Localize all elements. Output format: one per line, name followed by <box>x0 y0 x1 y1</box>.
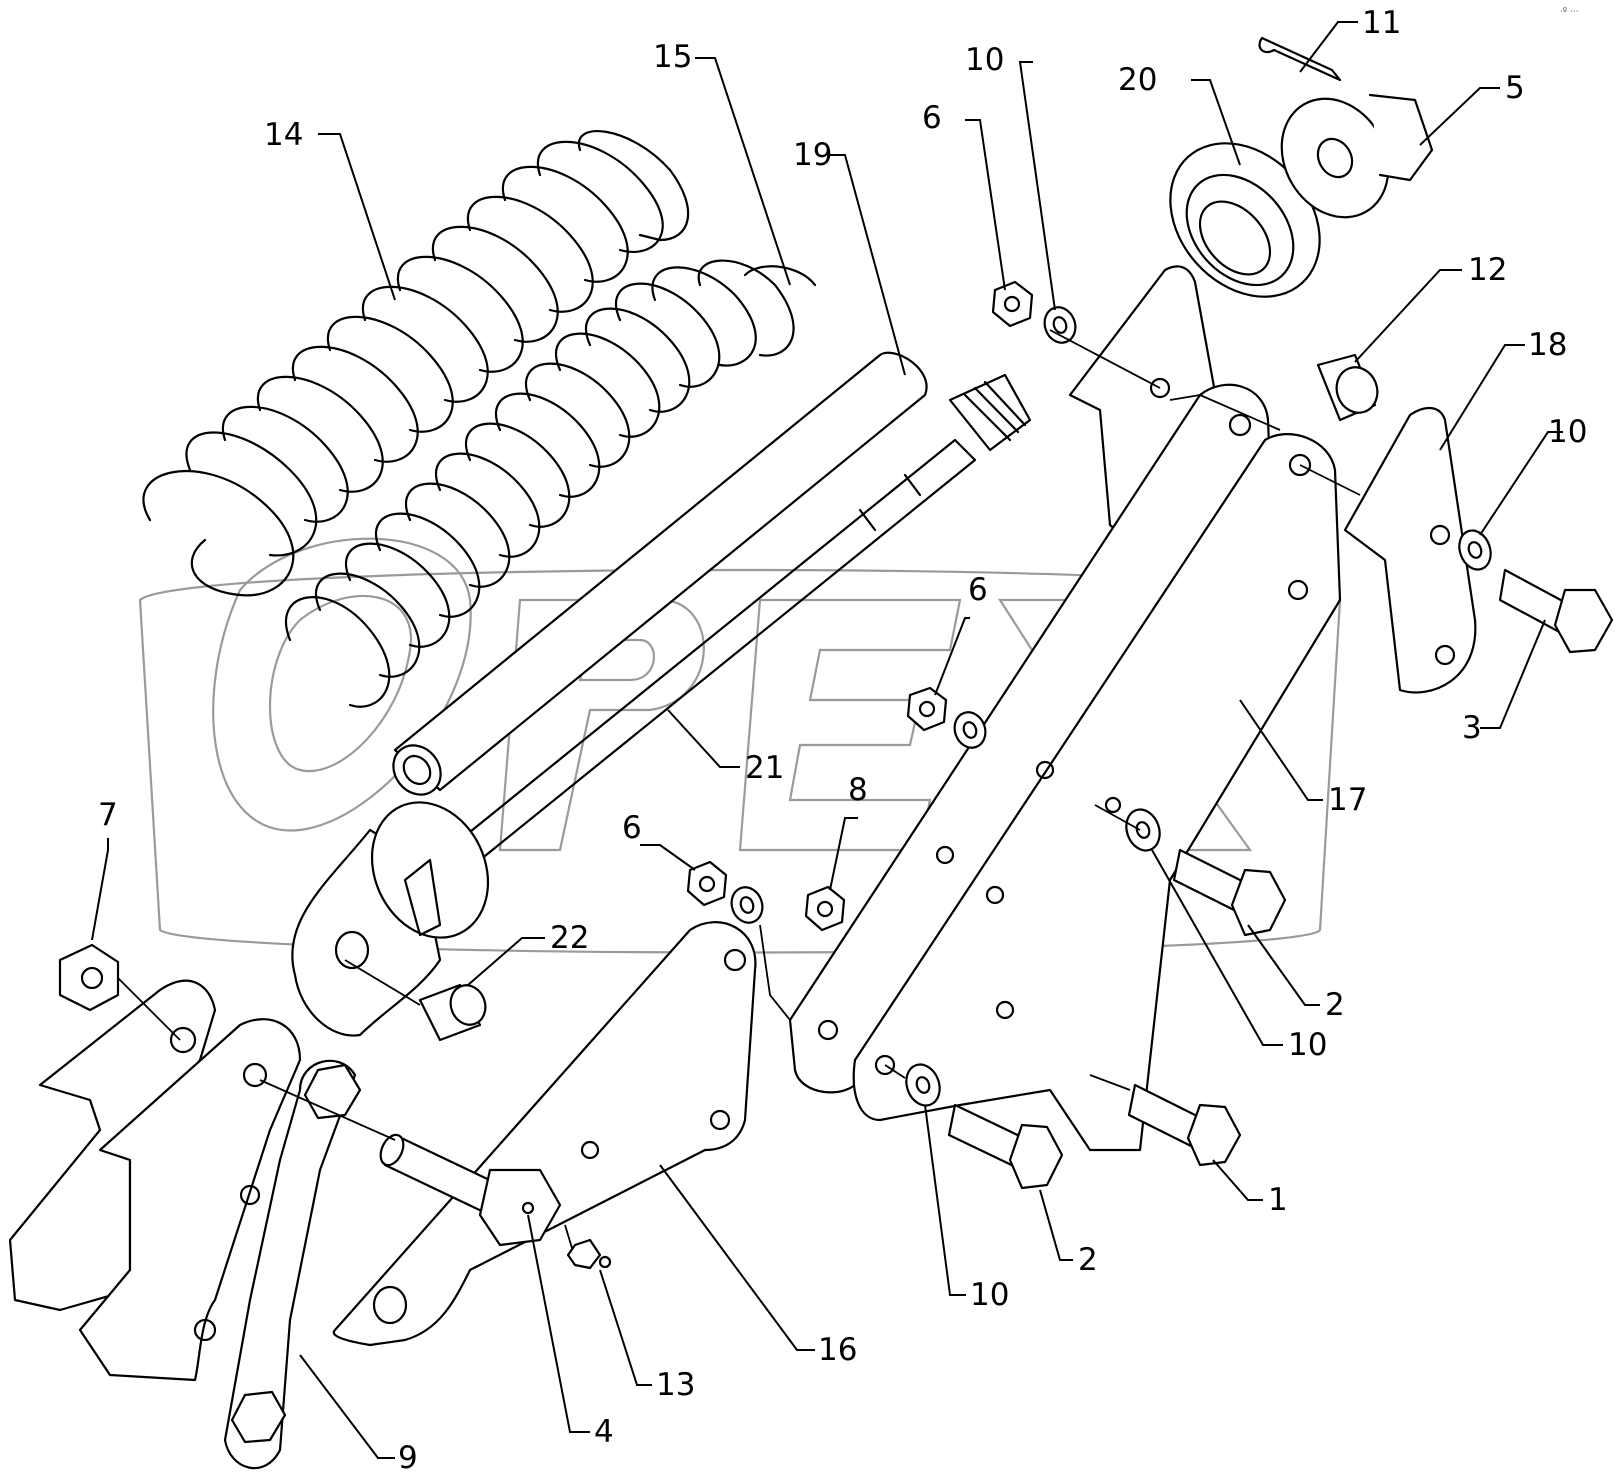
plate-part-17 <box>788 383 1342 1152</box>
callout-18: 18 <box>1528 327 1567 363</box>
nut-part-8 <box>804 885 846 932</box>
bracket-part-18 <box>1343 407 1477 694</box>
bolt-part-2-upper <box>1172 848 1287 937</box>
callout-10-low: 10 <box>970 1277 1009 1313</box>
callout-labels: 11 20 10 6 5 15 14 19 12 18 10 3 17 6 21… <box>98 5 1587 1476</box>
tube-part-19 <box>392 351 928 796</box>
rod-part-21 <box>458 373 1032 862</box>
callout-10-right: 10 <box>1548 414 1587 450</box>
nut-part-6-low <box>686 860 728 907</box>
bolt-part-1 <box>1127 1083 1242 1167</box>
corner-mark: ·º ··· <box>1560 7 1579 17</box>
callout-2-upper: 2 <box>1325 987 1345 1023</box>
washer-part-10-right <box>1458 529 1492 571</box>
hub-part <box>291 801 490 1037</box>
callout-11: 11 <box>1362 5 1401 41</box>
grease-nipple-part-13 <box>566 1238 612 1270</box>
washer-part-6-mid <box>953 711 987 749</box>
callout-3: 3 <box>1462 710 1482 746</box>
spring-part-15 <box>284 259 817 708</box>
bolt-part-2-lower <box>947 1103 1064 1190</box>
callout-21: 21 <box>745 750 784 786</box>
bushing-part-22 <box>418 983 487 1042</box>
callout-19: 19 <box>793 137 832 173</box>
washer-part-6-low <box>730 886 764 924</box>
bolt-part-3 <box>1498 568 1614 654</box>
link-part-9 <box>223 1059 362 1470</box>
leader-lines <box>91 21 1563 1459</box>
callout-6-low: 6 <box>622 810 642 846</box>
callout-7: 7 <box>98 797 118 833</box>
pin-part-4 <box>379 1133 562 1247</box>
nut-part-7 <box>58 943 120 1012</box>
callout-15: 15 <box>653 39 692 75</box>
bushing-part-12 <box>1316 353 1379 422</box>
callout-12: 12 <box>1468 252 1507 288</box>
callout-6-top: 6 <box>922 100 942 136</box>
callout-9: 9 <box>398 1440 418 1476</box>
callout-8: 8 <box>848 772 868 808</box>
nut-part-6-upper <box>991 280 1034 328</box>
callout-22: 22 <box>550 920 589 956</box>
washer-part-10-mid <box>1125 808 1161 852</box>
nut-part-6-mid <box>906 686 948 732</box>
callout-14: 14 <box>264 117 303 153</box>
callout-1: 1 <box>1268 1182 1288 1218</box>
callout-10-mid: 10 <box>1288 1027 1327 1063</box>
assembly-axis-lines <box>117 329 1361 1249</box>
arm-part-16 <box>332 921 757 1347</box>
washer-part-10-upper <box>1043 306 1077 344</box>
callout-20: 20 <box>1118 62 1157 98</box>
spring-part-14 <box>142 130 690 597</box>
callout-5: 5 <box>1505 70 1525 106</box>
callout-6-mid: 6 <box>968 572 988 608</box>
callout-16: 16 <box>818 1332 857 1368</box>
callout-13: 13 <box>656 1367 695 1403</box>
nut-part-5 <box>1280 93 1434 219</box>
callout-10-top: 10 <box>965 42 1004 78</box>
washer-part-10-low <box>905 1063 941 1107</box>
callout-4: 4 <box>594 1414 614 1450</box>
callout-17: 17 <box>1328 782 1367 818</box>
bracket-left <box>8 979 302 1382</box>
callout-2-lower: 2 <box>1078 1242 1098 1278</box>
cotter-pin-part-11 <box>1258 36 1342 82</box>
